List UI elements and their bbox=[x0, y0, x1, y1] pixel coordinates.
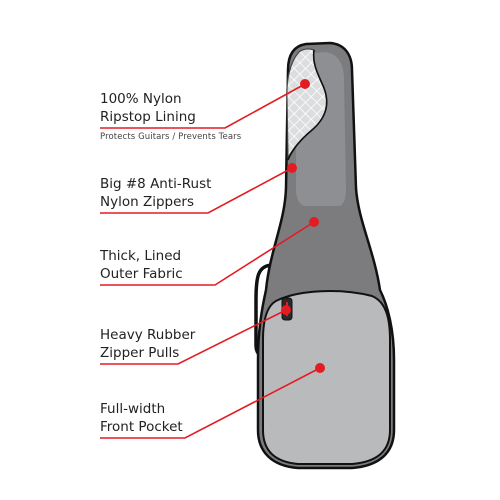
feature-label-pulls: Heavy Rubber Zipper Pulls bbox=[100, 326, 195, 362]
callout-line-fabric bbox=[100, 221, 315, 286]
callout-dot-lining bbox=[300, 79, 310, 89]
callout-dots bbox=[281, 79, 325, 373]
callout-line-pocket bbox=[100, 367, 321, 439]
feature-label-lining: 100% Nylon Ripstop Lining Protects Guita… bbox=[100, 90, 241, 143]
feature-label-pocket: Full-width Front Pocket bbox=[100, 400, 183, 436]
feature-pocket-line-1: Full-width bbox=[100, 401, 166, 417]
callout-dot-zippers bbox=[287, 163, 297, 173]
feature-zippers-line-2: Nylon Zippers bbox=[100, 194, 194, 210]
feature-fabric-line-1: Thick, Lined bbox=[100, 248, 182, 264]
feature-lining-line-1: 100% Nylon bbox=[100, 91, 182, 107]
callout-line-zippers bbox=[100, 167, 293, 214]
callout-dot-pocket bbox=[315, 363, 325, 373]
feature-label-zippers: Big #8 Anti-Rust Nylon Zippers bbox=[100, 175, 211, 211]
feature-pulls-line-2: Zipper Pulls bbox=[100, 345, 180, 361]
callout-dot-fabric bbox=[309, 217, 319, 227]
front-pocket bbox=[262, 290, 391, 465]
feature-label-fabric: Thick, Lined Outer Fabric bbox=[100, 247, 183, 283]
feature-pulls-line-1: Heavy Rubber bbox=[100, 327, 196, 343]
callout-line-pulls bbox=[100, 309, 287, 365]
callout-lines bbox=[100, 83, 321, 439]
callout-line-lining bbox=[100, 83, 306, 129]
feature-pocket-line-2: Front Pocket bbox=[100, 419, 183, 435]
zipper-seam bbox=[287, 49, 328, 161]
callout-dot-pulls bbox=[281, 305, 291, 315]
feature-zippers-line-1: Big #8 Anti-Rust bbox=[100, 176, 212, 192]
feature-lining-note: Protects Guitars / Prevents Tears bbox=[100, 132, 242, 142]
feature-lining-line-2: Ripstop Lining bbox=[100, 109, 196, 125]
feature-fabric-line-2: Outer Fabric bbox=[100, 266, 183, 282]
